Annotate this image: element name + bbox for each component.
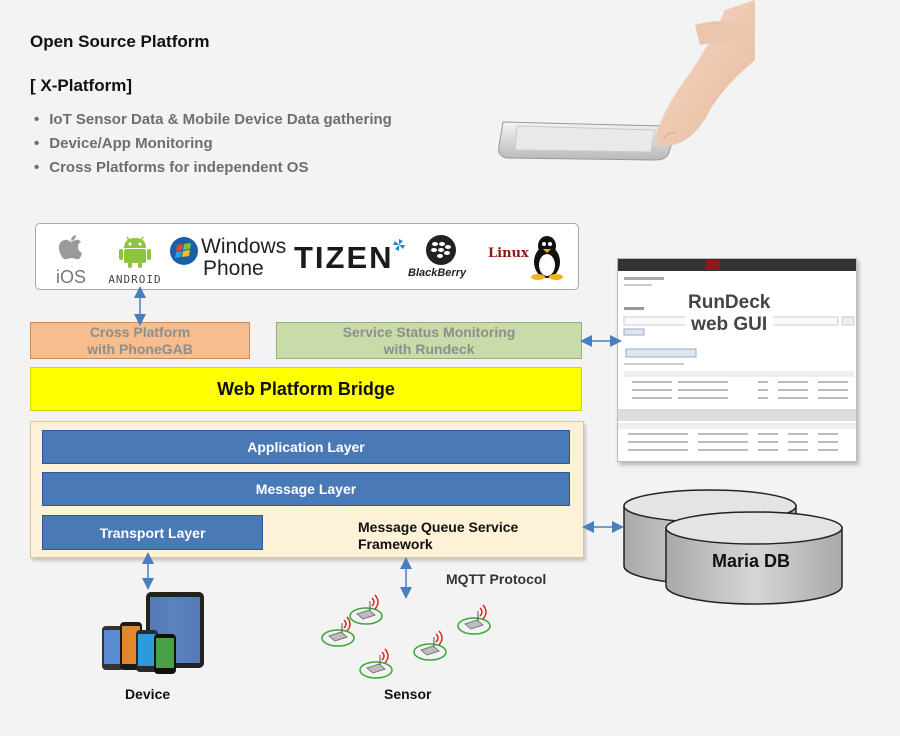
- mq-framework-label-line1: Message Queue Service: [358, 519, 519, 535]
- mq-framework-label-line2: Framework: [358, 536, 433, 552]
- rundeck-screenshot: [617, 258, 857, 462]
- ios-logo: iOS: [52, 234, 90, 287]
- feature-item: IoT Sensor Data & Mobile Device Data gat…: [34, 110, 392, 134]
- sensor-nodes-illustration: [321, 594, 491, 679]
- mqtt-protocol-label: MQTT Protocol: [446, 571, 547, 587]
- ios-label: iOS: [55, 267, 86, 287]
- web-gui-label: web GUI: [691, 314, 768, 335]
- hand-phone-illustration: [498, 0, 755, 161]
- apple-icon: [58, 235, 82, 260]
- windows-phone-logo: Windows Phone: [169, 234, 287, 282]
- maria-db-label: Maria DB: [712, 551, 791, 571]
- feature-item: Device/App Monitoring: [34, 134, 392, 158]
- mobile-devices-illustration: [102, 592, 204, 674]
- tizen-label: TIZEN: [294, 240, 394, 275]
- android-label: ANDROID: [108, 273, 162, 286]
- sensor-node-icon: [349, 594, 383, 625]
- windows-flag-icon: [170, 237, 198, 265]
- mq-framework-label: Message Queue Service Framework: [358, 519, 558, 553]
- os-logos-strip: iOS ANDROID Windows Phone: [35, 223, 579, 290]
- android-logo: ANDROID: [104, 234, 166, 286]
- blackberry-logo: BlackBerry: [408, 234, 474, 282]
- linux-logo: Linux: [488, 234, 566, 282]
- tux-penguin-icon: [531, 236, 563, 280]
- tizen-pinwheel-icon: [393, 239, 405, 251]
- rundeck-web-gui-label: RunDeck web GUI: [685, 292, 774, 336]
- windows-label: Windows: [201, 235, 287, 258]
- application-layer-box: Application Layer: [42, 430, 570, 464]
- linux-label: Linux: [488, 246, 529, 261]
- sensor-node-icon: [413, 630, 447, 661]
- section-title: [ X-Platform]: [30, 76, 132, 95]
- cross-platform-sublabel: with PhoneGAB: [87, 340, 193, 357]
- blackberry-icon: [426, 235, 456, 265]
- android-robot-icon: [119, 236, 151, 268]
- tizen-logo: TIZEN: [294, 234, 406, 282]
- maria-db-cylinder-icon: [623, 489, 843, 605]
- cross-platform-label: Cross Platform: [89, 323, 191, 340]
- transport-layer-box: Transport Layer: [42, 515, 263, 550]
- page-title: Open Source Platform: [30, 32, 210, 51]
- web-platform-bridge-box: Web Platform Bridge: [30, 367, 582, 411]
- feature-list: IoT Sensor Data & Mobile Device Data gat…: [34, 110, 392, 182]
- rundeck-ui-thumbnail: [618, 259, 856, 451]
- message-layer-box: Message Layer: [42, 472, 570, 506]
- sensor-node-icon: [321, 616, 355, 647]
- sensor-node-icon: [457, 604, 491, 635]
- service-monitoring-label: Service Status Monitoring: [342, 323, 516, 340]
- sensor-label: Sensor: [384, 686, 432, 702]
- device-label: Device: [125, 686, 171, 702]
- service-monitoring-sublabel: with Rundeck: [383, 340, 475, 357]
- blackberry-label: BlackBerry: [408, 267, 467, 279]
- rundeck-label: RunDeck: [688, 292, 771, 313]
- phone-label: Phone: [203, 257, 264, 280]
- sensor-node-icon: [359, 648, 393, 679]
- feature-item: Cross Platforms for independent OS: [34, 158, 392, 182]
